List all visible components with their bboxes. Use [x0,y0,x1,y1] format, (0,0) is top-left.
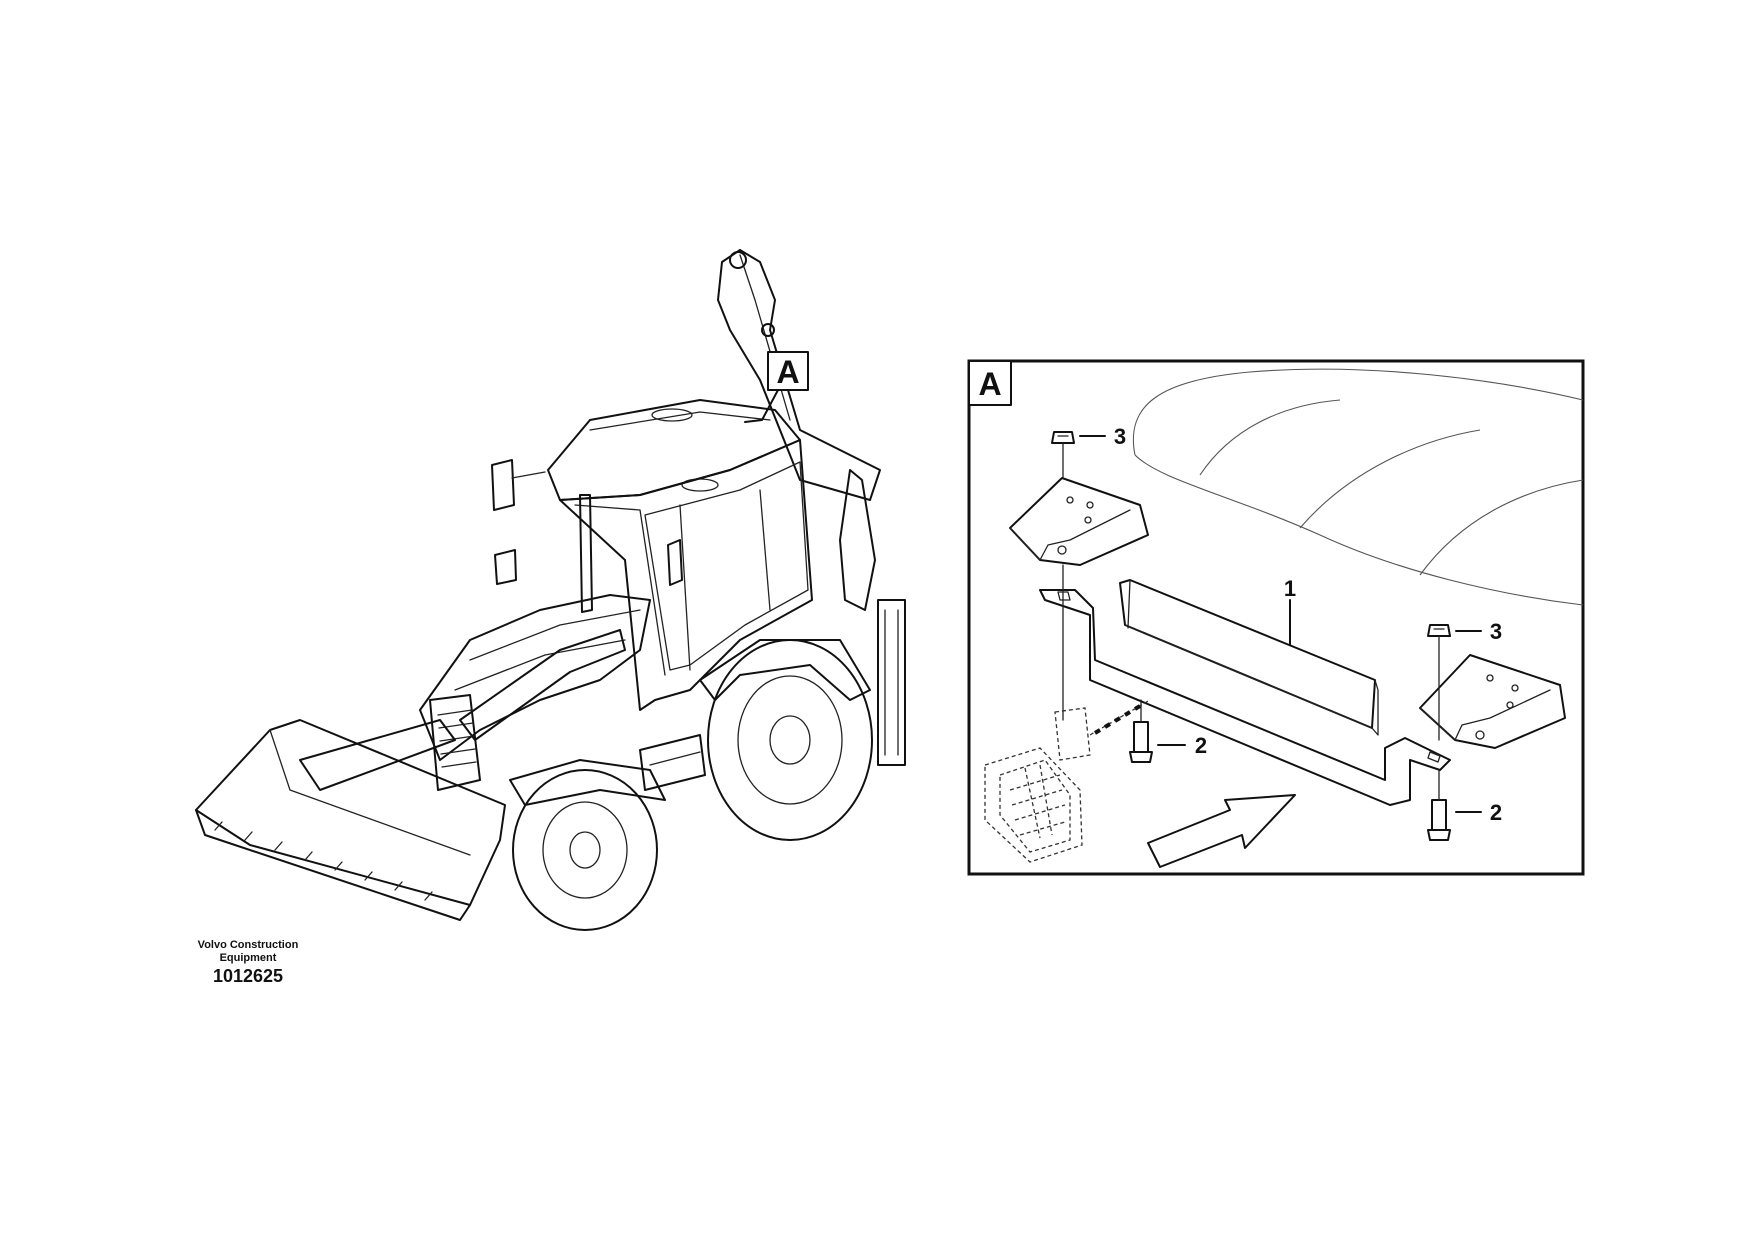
item-number-2-right: 2 [1490,800,1502,825]
brand-line-2: Equipment [219,952,277,964]
assembly-direction-arrow-icon [1147,794,1296,868]
detail-frame [967,359,1585,876]
item-number-3-left: 3 [1114,424,1126,449]
item-number-1: 1 [1284,576,1296,601]
backhoe-loader-illustration [195,249,906,931]
view-a-callout[interactable]: A [744,351,809,423]
callout-leader [744,389,779,423]
item-number-3-right: 3 [1490,619,1502,644]
detail-view-a: A 1 [967,359,1585,876]
brand-caption: Volvo Construction Equipment [168,939,328,965]
detail-letter-box [968,360,1012,406]
work-lamp-reference [984,699,1151,863]
callout-letter: A [776,354,799,390]
detail-letter: A [978,366,1001,402]
drawing-number: 1012625 [212,966,284,986]
callout-box[interactable] [767,351,809,391]
brand-line-1: Volvo Construction [197,939,299,951]
item-number-2-left: 2 [1195,733,1207,758]
